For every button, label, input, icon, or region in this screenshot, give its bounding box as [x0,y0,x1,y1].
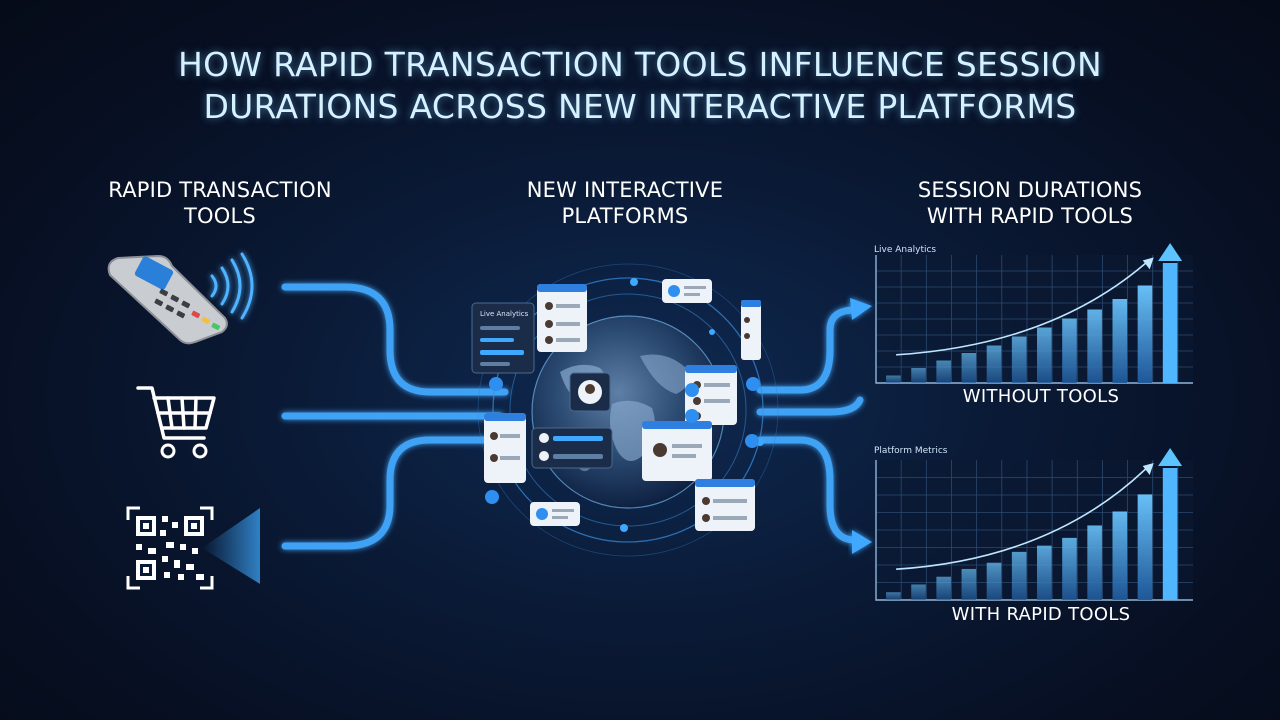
title-line-2: DURATIONS ACROSS NEW INTERACTIVE PLATFOR… [203,87,1077,126]
arrowhead-top [850,298,872,320]
column-heading-platforms-line-1: NEW INTERACTIVE [526,178,724,202]
chart-bottom-bar [1112,511,1128,600]
chart-bottom-bar [1011,551,1027,600]
chart-bottom-caption: WITH RAPID TOOLS [951,604,1131,625]
card-avatar-center [569,372,611,412]
chart-top-bar [1087,309,1102,383]
chart-top-bar [1011,336,1027,383]
chart-bottom-bar [986,562,1002,600]
card-live-analytics-label: Live Analytics [480,310,529,318]
chart-bottom-bar [1087,525,1102,600]
column-heading-sessions: SESSION DURATIONS WITH RAPID TOOLS [880,177,1180,229]
check-icon [746,377,760,391]
card-chat-list [531,427,613,469]
chart-bottom-bar [886,592,901,600]
chart-bottom-growth-arrow [1158,448,1183,466]
chart-top-bar [961,353,977,383]
chart-bottom [875,448,1193,601]
chart-bottom-bar [1137,494,1153,600]
chart-bottom-panel-label: Platform Metrics [874,446,948,456]
flow-line-out-mid [756,396,864,416]
check-icon [485,490,499,504]
check-icon [685,409,699,423]
chart-top-bar [1162,263,1178,383]
chart-top-bar [986,345,1002,383]
chart-bottom-trend [896,448,1183,570]
chart-top-bar [936,360,951,383]
chart-top-caption: WITHOUT TOOLS [962,386,1120,407]
input-flow-lines [281,283,509,550]
chart-bottom-bar [1162,468,1178,600]
chart-top-bars [886,263,1178,383]
flow-line-qr [281,436,509,550]
check-icon [685,383,699,397]
chart-bottom-grid [875,460,1193,601]
output-flow-lines [756,306,864,544]
column-heading-platforms-line-2: PLATFORMS [561,204,689,228]
card-results-bottom [695,479,755,531]
column-heading-tools-line-2: TOOLS [184,204,256,228]
chart-top-panel-label: Live Analytics [874,245,937,255]
chart-top-growth-arrow [1158,243,1183,261]
qr-code-icon [126,506,260,590]
chart-top [875,243,1193,384]
card-side-list [741,300,761,360]
card-profile-bottom-right [642,421,712,481]
card-profile-left [484,413,526,483]
chart-top-trend [896,243,1183,356]
card-chat-bubble-top [662,279,712,303]
column-heading-tools-line-1: RAPID TRANSACTION [108,178,332,202]
arrowhead-bottom [852,530,872,554]
chart-bottom-bar [961,568,977,600]
column-heading-platforms: NEW INTERACTIVE PLATFORMS [475,177,775,229]
chart-top-bar [911,368,926,383]
flow-line-out-top [756,306,859,394]
shopping-cart-icon [90,386,216,459]
chart-top-trend-line [896,260,1149,356]
chart-bottom-bar [1037,545,1052,600]
card-chat-bubble-bottom [530,502,580,526]
chart-bottom-trend-arrowhead [1142,463,1154,475]
chart-top-bar [1037,327,1052,383]
column-heading-sessions-line-2: WITH RAPID TOOLS [926,204,1134,228]
chart-bottom-bars [886,468,1178,600]
title-line-1: HOW RAPID TRANSACTION TOOLS INFLUENCE SE… [178,45,1102,84]
card-terminal-icon [107,252,254,345]
page-title: HOW RAPID TRANSACTION TOOLS INFLUENCE SE… [0,44,1280,128]
chart-bottom-bar [1062,537,1077,600]
column-heading-sessions-line-1: SESSION DURATIONS [917,178,1143,202]
chart-top-bar [1137,285,1153,383]
flow-line-out-bottom [756,436,859,544]
chart-bottom-bar [936,576,951,600]
platform-cards: Live Analytics [471,279,761,531]
check-icons [485,377,760,504]
column-heading-tools: RAPID TRANSACTION TOOLS [70,177,370,229]
check-icon [745,434,759,448]
card-profile-list [537,284,587,352]
chart-top-bar [1062,318,1077,383]
card-live-analytics: Live Analytics [471,302,535,374]
chart-bottom-trend-line [896,466,1149,570]
chart-bottom-bar [911,584,926,600]
flow-line-terminal [281,283,509,396]
chart-top-bar [1112,299,1128,383]
chart-top-bar [886,375,901,383]
check-icon [489,377,503,391]
chart-top-trend-arrowhead [1142,257,1154,270]
